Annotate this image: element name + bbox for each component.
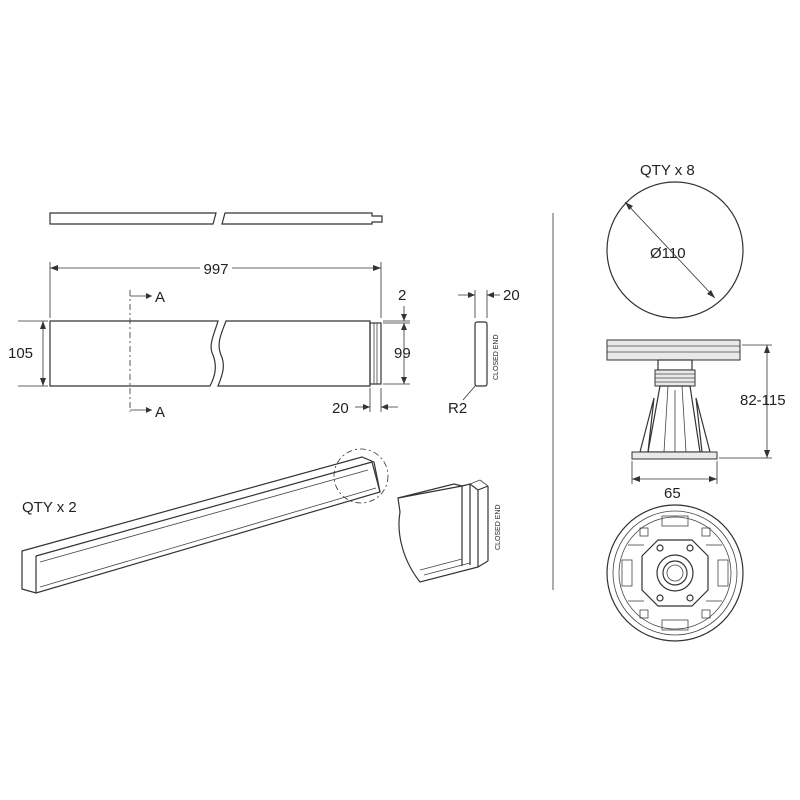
leg-side-view: [606, 339, 772, 484]
section-marker-a-bottom: A: [155, 404, 165, 421]
front-elevation: [49, 290, 382, 413]
qty-legs-label: QTY x 8: [640, 162, 695, 179]
dim-leg-height-label: 82-115: [740, 392, 786, 409]
dim-997-label: 997: [203, 261, 228, 278]
leg-bottom-view: [606, 504, 744, 642]
closed-end-section: [458, 290, 500, 401]
dim-height-inner: [383, 306, 410, 385]
dim-diameter-label: Ø110: [650, 245, 686, 262]
isometric-tray: [21, 448, 389, 594]
section-marker-a-top: A: [155, 289, 165, 306]
closed-end-label: CLOSED END: [493, 334, 500, 380]
dim-base-width-label: 65: [664, 485, 681, 502]
closed-end-detail-label: CLOSED END: [495, 504, 502, 550]
dim-overall-length: [49, 262, 382, 318]
qty-tray-label: QTY x 2: [22, 499, 77, 516]
leg-top-view: [606, 181, 744, 319]
dim-2-label: 2: [398, 287, 406, 304]
dim-height-outer: [18, 320, 48, 387]
dim-20-thickness-label: 20: [503, 287, 520, 304]
plan-view-strip: [49, 212, 383, 225]
dim-99-label: 99: [394, 345, 411, 362]
dim-105-label: 105: [8, 345, 33, 362]
dim-20-tongue-label: 20: [332, 400, 349, 417]
detail-closed-end: [397, 479, 489, 583]
dim-r2-label: R2: [448, 400, 467, 417]
dim-tongue-length: [355, 388, 398, 412]
